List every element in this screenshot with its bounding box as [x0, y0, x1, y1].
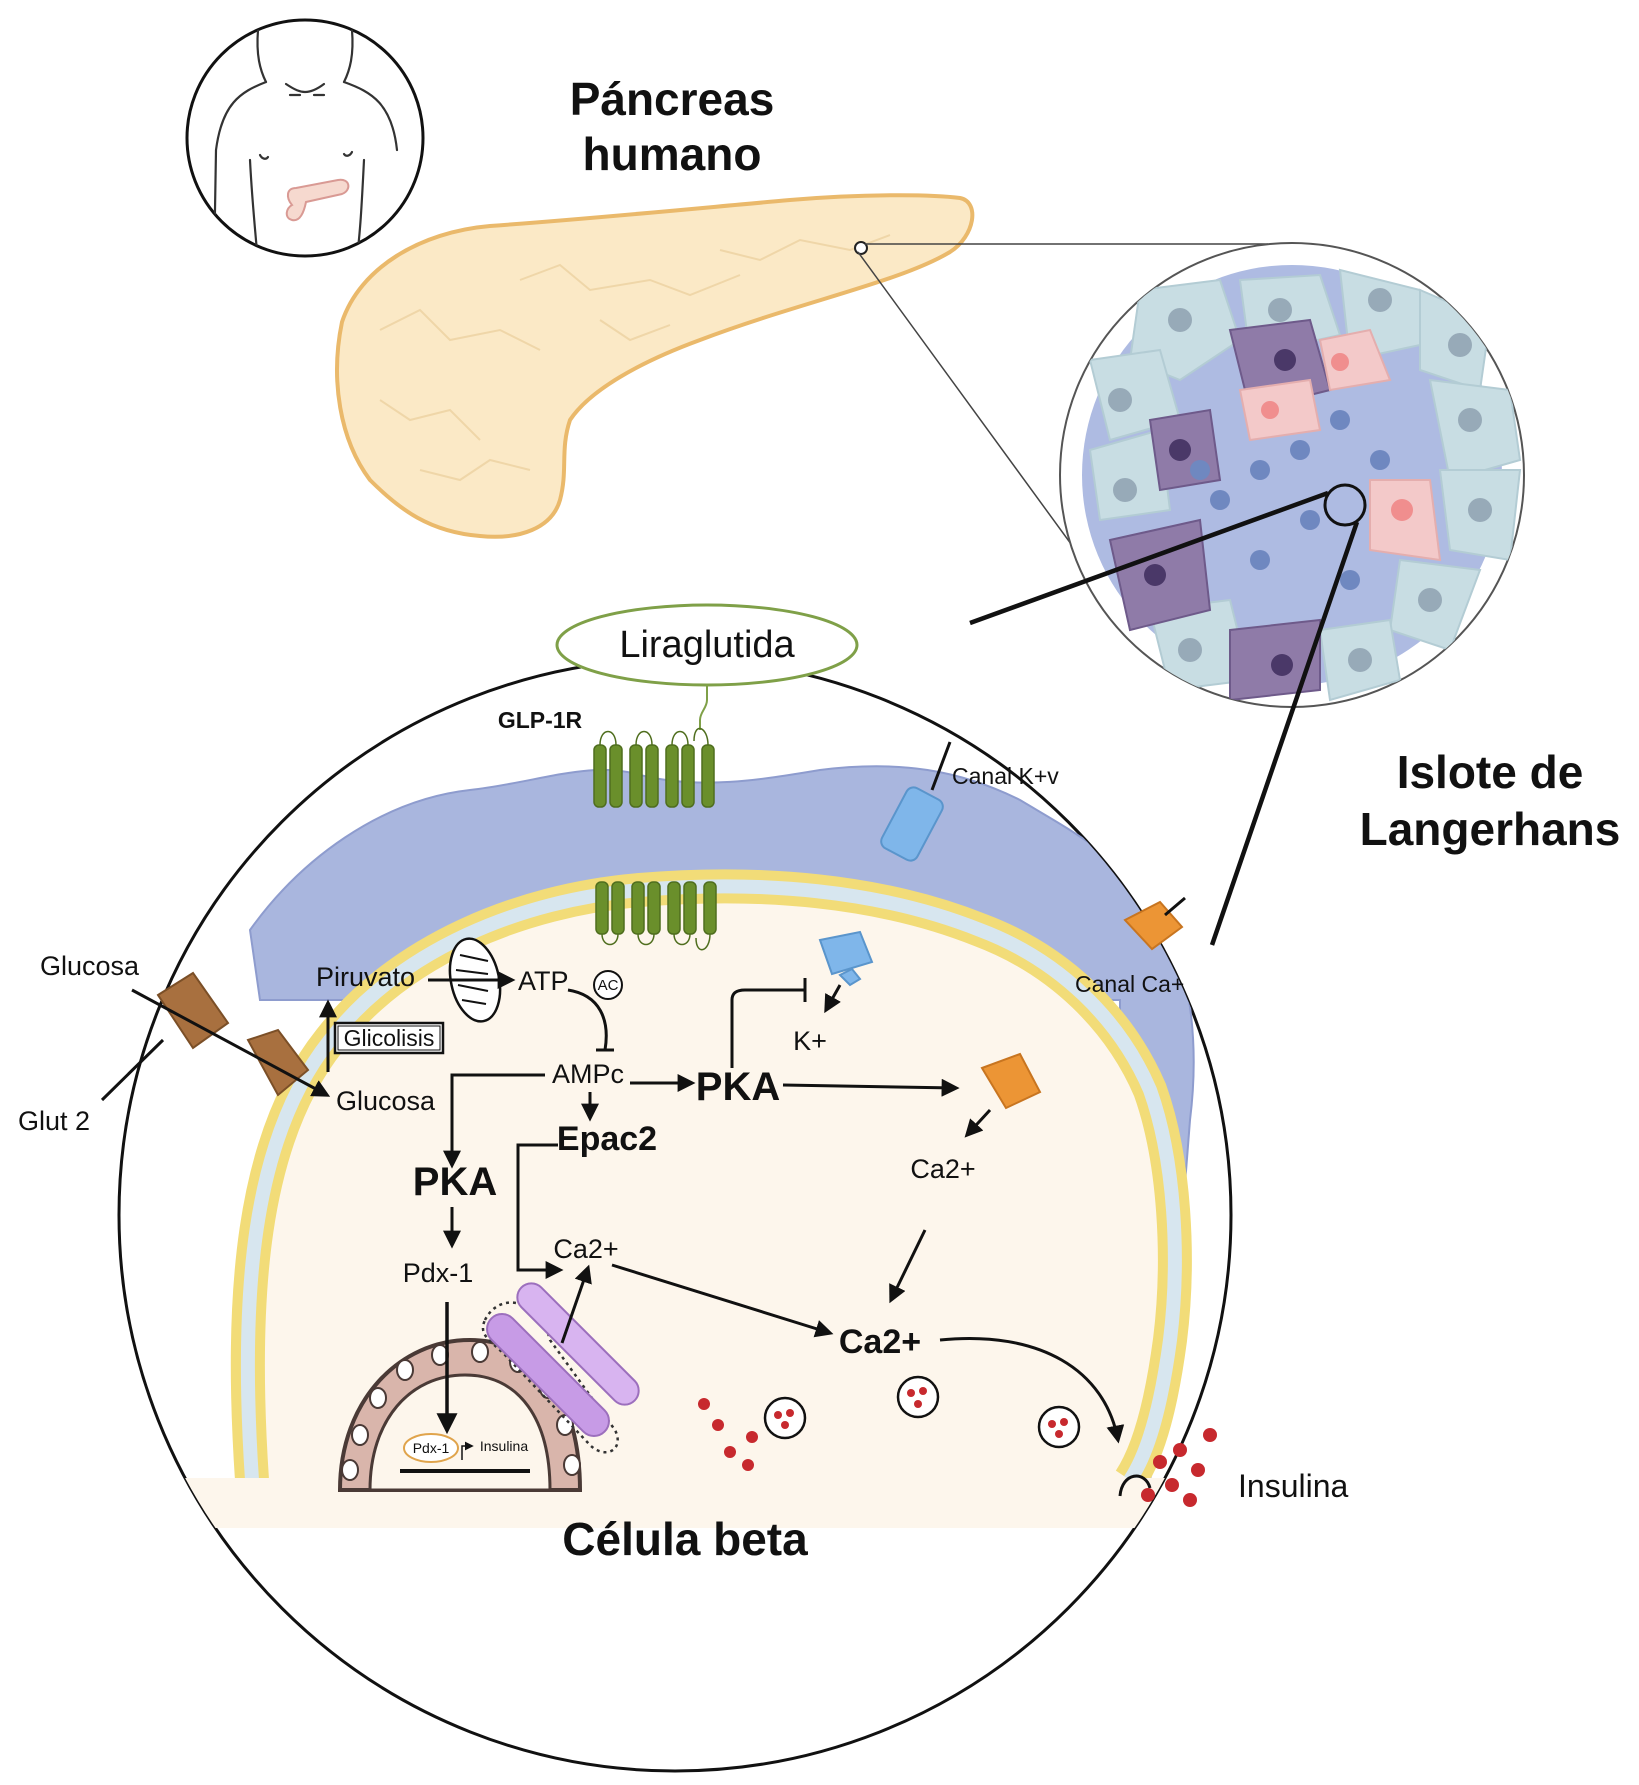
k-channel-internal: [818, 930, 874, 987]
pancreas-organ: [335, 193, 975, 539]
glp1r-receptor-internalized: [595, 881, 717, 951]
glucosa-outside-label: Glucosa: [40, 951, 140, 981]
canal-ca-label: Canal Ca+: [1075, 971, 1184, 997]
piruvato-label: Piruvato: [316, 962, 415, 992]
epac2-label: Epac2: [557, 1120, 657, 1158]
insulin-granules: [698, 1375, 1217, 1507]
beta-cell-title: Célula beta: [562, 1513, 808, 1565]
k-plus-label: K+: [793, 1026, 827, 1056]
glut2-transporter: [156, 971, 310, 1097]
pancreas-title-line1: Páncreas: [570, 73, 775, 125]
ca2-big-label: Ca2+: [839, 1323, 921, 1361]
pka-center-label: PKA: [696, 1065, 780, 1109]
insulina-gene-label: Insulina: [480, 1438, 528, 1454]
human-torso-inset: [185, 18, 425, 258]
pancreas-title-line2: humano: [583, 128, 762, 180]
insulina-outside-label: Insulina: [1238, 1468, 1349, 1504]
pka-left-label: PKA: [413, 1160, 497, 1204]
liraglutide-label: Liraglutida: [619, 624, 795, 666]
islet-title-line2: Langerhans: [1360, 803, 1621, 855]
small-pancreas-icon: [285, 178, 350, 222]
ac-label: AC: [598, 977, 619, 994]
ca2-channel-label: Ca2+: [910, 1154, 975, 1184]
glp1r-receptor-membrane: [593, 727, 715, 808]
ca-channel-membrane: [1123, 896, 1186, 951]
islet-zoom-point: [1323, 483, 1367, 527]
pdx1-label: Pdx-1: [403, 1258, 474, 1288]
insulin-vesicle: [763, 1396, 807, 1440]
glut2-label: Glut 2: [18, 1106, 90, 1136]
ca-channel-internal: [980, 1052, 1042, 1110]
ampc-label: AMPc: [552, 1059, 624, 1089]
ca2-er-label: Ca2+: [553, 1234, 618, 1264]
islet-of-langerhans: [1059, 242, 1525, 708]
canal-kv-label: Canal K+v: [952, 763, 1059, 789]
atp-label: ATP: [518, 966, 569, 996]
liraglutide-ligand: Liraglutida: [555, 603, 859, 730]
glp1r-label: GLP-1R: [498, 707, 583, 733]
beta-cell: Pdx-1 Insulina: [117, 657, 1233, 1773]
insulin-vesicle: [896, 1375, 940, 1419]
pdx1-small-label: Pdx-1: [413, 1440, 450, 1456]
k-channel-membrane: [880, 741, 952, 862]
pancreas-zoom-point: [854, 241, 868, 255]
nucleus-icon: Pdx-1 Insulina: [337, 1337, 583, 1492]
insulin-vesicle: [1037, 1405, 1081, 1449]
glucosa-inside-label: Glucosa: [336, 1086, 436, 1116]
golgi-apparatus-icon: [481, 1282, 640, 1454]
glicolisis-label: Glicolisis: [344, 1025, 435, 1051]
islet-title-line1: Islote de: [1397, 746, 1584, 798]
